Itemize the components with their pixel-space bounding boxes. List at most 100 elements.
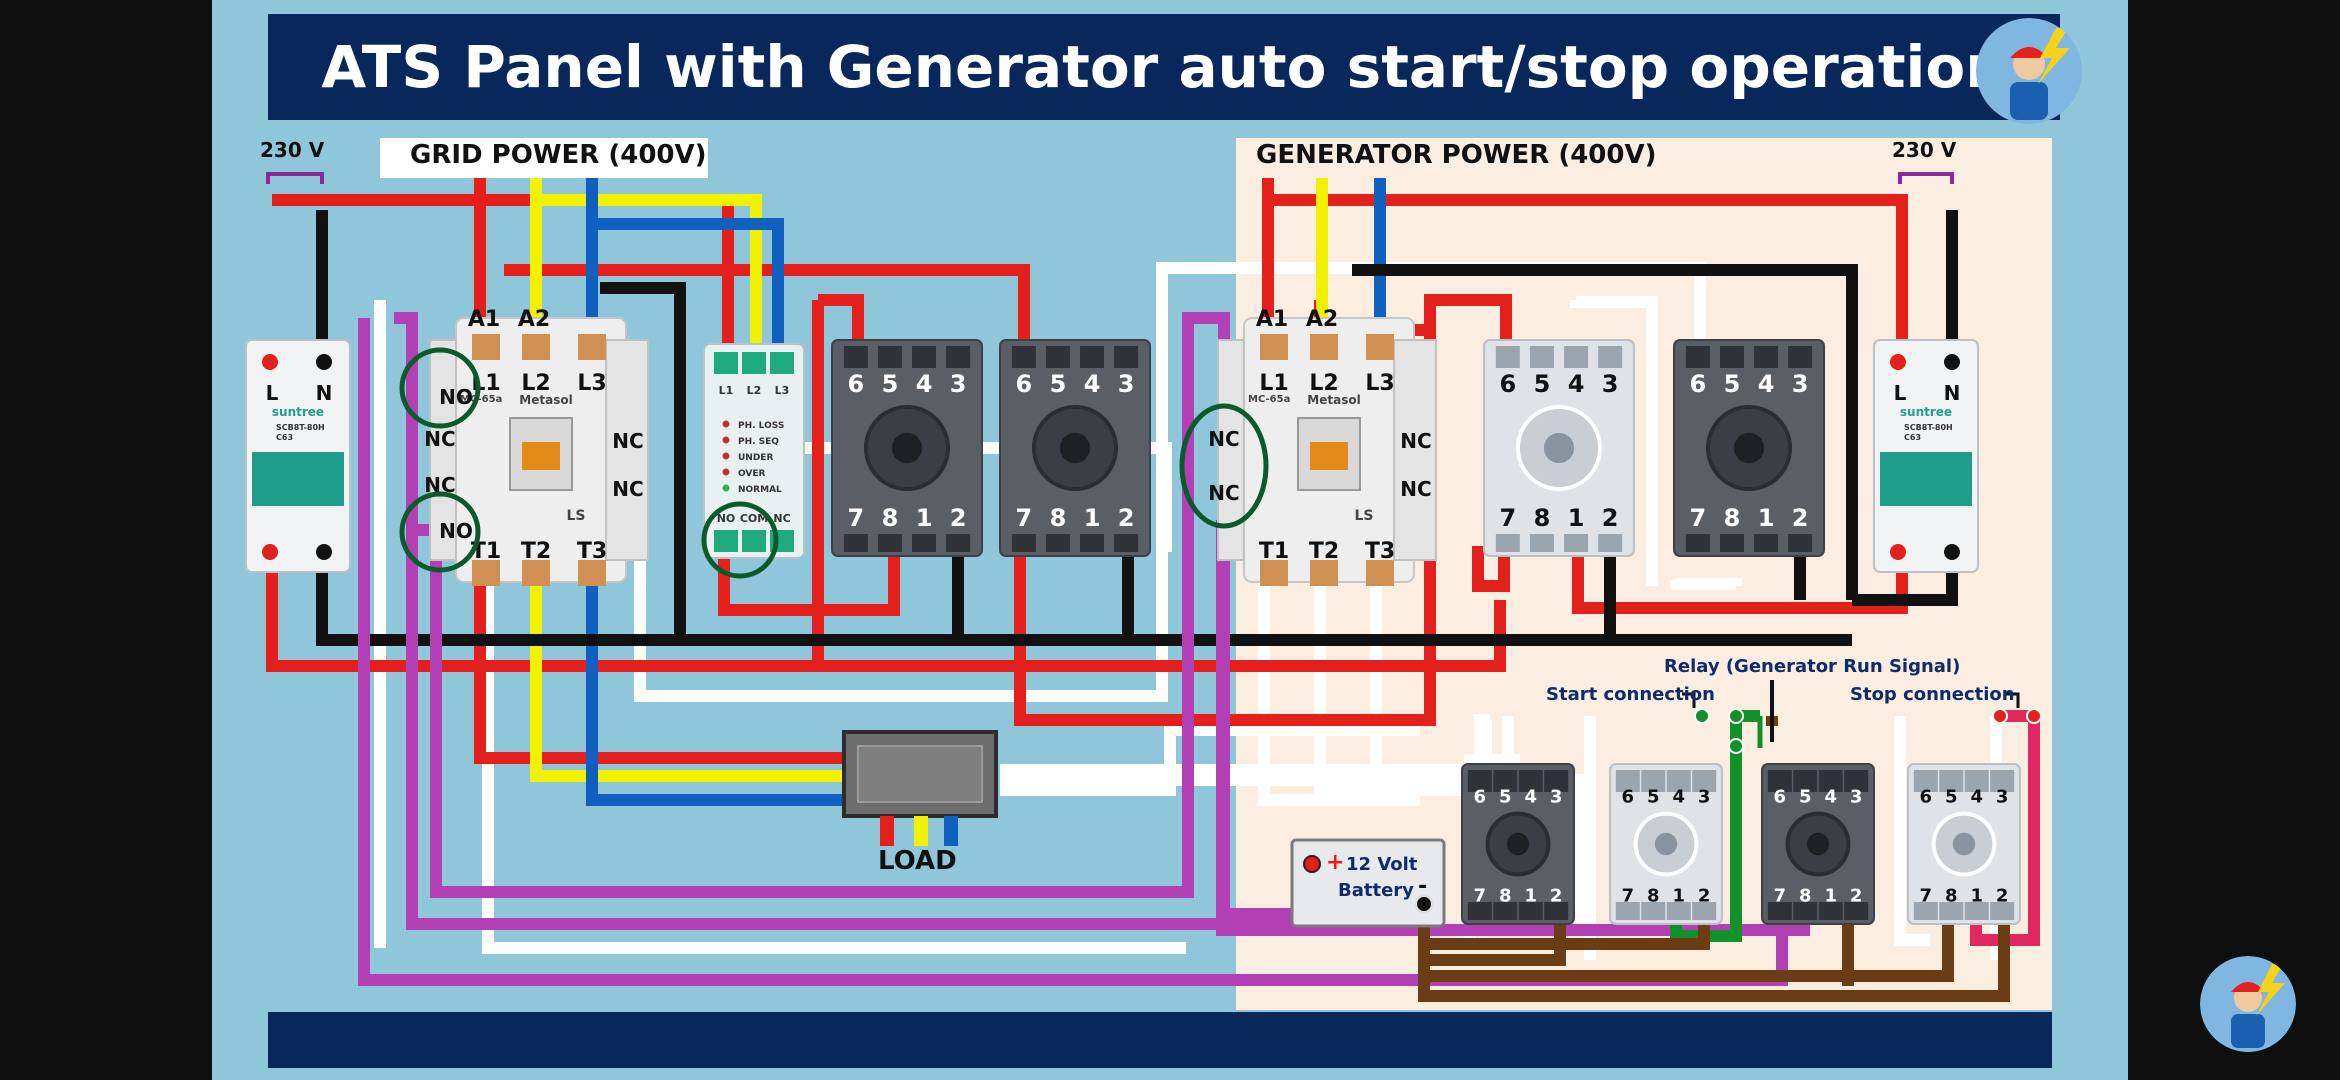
relay-socket-3-bottom-pin-label: 8	[1534, 504, 1551, 532]
contactor-generator-t1-terminal	[1260, 560, 1288, 586]
relay-socket-1-bottom-pin-label: 7	[848, 504, 865, 532]
contactor-generator-nc-label-1: NC	[1208, 427, 1239, 451]
breaker-right-l-top-terminal	[1890, 354, 1906, 370]
relay-socket-start-2-bottom-pin-label: 7	[1622, 886, 1635, 907]
run-signal-contact-a	[1728, 708, 1744, 724]
relay-socket-stop-2-top-screw	[1964, 770, 1989, 792]
contactor-generator-ls-logo: LS	[1354, 508, 1373, 524]
relay-socket-stop-2-top-screw	[1990, 770, 2015, 792]
phase-monitor-status-label: PH. SEQ	[738, 437, 779, 447]
breaker-right-l-label: L	[1894, 381, 1907, 405]
relay-socket-start-2-top-pin-label: 4	[1672, 786, 1685, 807]
wire-white-gen-t1	[1258, 540, 1420, 806]
relay-socket-4-top-screw	[1685, 346, 1710, 368]
breaker-left-l-bottom-terminal	[262, 544, 278, 560]
battery-plus-label: +	[1326, 850, 1345, 875]
relay-socket-start-1-bottom-pin-label: 2	[1550, 886, 1563, 907]
relay-socket-2-bottom-screw	[1114, 534, 1139, 552]
load-blue-lead	[944, 816, 958, 846]
grid-power-label: GRID POWER (400V)	[410, 140, 707, 170]
relay-socket-2-bottom-screw	[1045, 534, 1070, 552]
relay-socket-start-2-top-screw	[1666, 770, 1691, 792]
relay-socket-2-top-pin-label: 5	[1050, 370, 1067, 398]
relay-socket-4-top-pin-label: 3	[1792, 370, 1809, 398]
contactor-generator-l3-terminal	[1366, 334, 1394, 360]
phase-monitor-status-led	[722, 468, 730, 476]
relay-socket-1-key-hole	[891, 432, 923, 464]
contactor-generator-brand: Metasol	[1307, 393, 1360, 407]
contactor-grid-no-bottom-highlight	[399, 491, 481, 573]
wire-yellow-grid-to-monitor	[536, 194, 762, 366]
breaker-left-l-top-terminal	[262, 354, 278, 370]
wire-white-load-out-3	[1000, 724, 1420, 796]
phase-monitor-top-terminal	[770, 352, 794, 374]
breaker-right-brand: suntree	[1900, 405, 1952, 419]
contactor-generator-l3-label: L3	[1365, 371, 1394, 396]
relay-socket-start-1-bottom-screw	[1518, 902, 1543, 920]
phase-monitor-body	[703, 343, 805, 559]
breaker-left-rating: C63	[276, 433, 293, 442]
contactor-grid-brand: Metasol	[519, 393, 572, 407]
contactor-generator-t1-label: T1	[1259, 539, 1289, 564]
relay-socket-4-bottom-screw	[1788, 534, 1813, 552]
breaker-right-rating: C63	[1904, 433, 1921, 442]
relay-socket-2-top-pin-label: 4	[1084, 370, 1101, 398]
relay-socket-stop-1-top-screw	[1793, 770, 1818, 792]
relay-socket-2-bottom-screw	[1080, 534, 1105, 552]
relay-socket-3-bottom-pin-label: 1	[1568, 504, 1585, 532]
relay-socket-3-bottom-screw	[1564, 534, 1589, 552]
contactor-grid-t1-terminal	[472, 560, 500, 586]
contactor-generator-t2-label: T2	[1309, 539, 1339, 564]
relay-socket-1-bottom-screw	[877, 534, 902, 552]
contactor-generator-t2-terminal	[1310, 560, 1338, 586]
relay-socket-stop-1-bottom-pin-label: 8	[1799, 886, 1812, 907]
stop-connection-arrow	[2006, 692, 2020, 708]
generator-power-label: GENERATOR POWER (400V)	[1256, 140, 1657, 170]
relay-socket-start-2-bottom-screw	[1641, 902, 1666, 920]
relay-socket-stop-1-bottom-pin-label: 7	[1774, 886, 1787, 907]
relay-socket-start-2-top-pin-label: 3	[1698, 786, 1711, 807]
wire-black-neutral-bus	[316, 556, 1852, 646]
relay-socket-stop-2-top-pin-label: 4	[1970, 786, 1983, 807]
relay-run-signal-label: Relay (Generator Run Signal)	[1664, 656, 1961, 677]
contactor-generator-l1-terminal	[1260, 334, 1288, 360]
wire-blue-grid-to-monitor	[592, 218, 784, 366]
contactor-grid-nc-right-2: NC	[612, 477, 643, 501]
relay-socket-start-1-top-pin-label: 5	[1499, 786, 1512, 807]
relay-socket-3-top-screw	[1495, 346, 1520, 368]
relay-socket-start-2-bottom-screw	[1666, 902, 1691, 920]
contactor-generator-t3-label: T3	[1365, 539, 1395, 564]
relay-socket-4-bottom-pin-label: 7	[1690, 504, 1707, 532]
relay-socket-3-bottom-pin-label: 2	[1602, 504, 1619, 532]
relay-socket-1-top-pin-label: 4	[916, 370, 933, 398]
relay-socket-2-bottom-pin-label: 8	[1050, 504, 1067, 532]
relay-socket-4-top-screw	[1788, 346, 1813, 368]
wire-brown-relay6	[1424, 920, 1954, 982]
start-connection-arrow	[1682, 692, 1696, 708]
title-banner	[268, 14, 2060, 120]
relay-socket-start-1-bottom-screw	[1467, 902, 1492, 920]
contactor-generator-model: MC-65a	[1248, 394, 1290, 405]
phase-monitor-top-label: L3	[775, 384, 790, 397]
relay-socket-2-key-hole	[1059, 432, 1091, 464]
phase-monitor-bottom-label: NO	[717, 512, 736, 525]
contactor-generator-actuator-button	[1310, 442, 1348, 470]
relay-socket-stop-1-top-pin-label: 4	[1824, 786, 1837, 807]
battery-negative-terminal	[1415, 895, 1433, 913]
contactor-generator-nc-right-1: NC	[1400, 429, 1431, 453]
wire-red-relay1-loop	[812, 300, 1506, 672]
contactor-generator-nc-label-2: NC	[1208, 481, 1239, 505]
relay-socket-stop-1-top-pin-label: 6	[1774, 786, 1787, 807]
relay-socket-stop-2-top-pin-label: 5	[1945, 786, 1958, 807]
phase-monitor-status-label: PH. LOSS	[738, 421, 784, 431]
contactor-grid-a1-label: A1	[468, 307, 500, 332]
relay-socket-4-bottom-screw	[1719, 534, 1744, 552]
relay-socket-2-top-screw	[1045, 346, 1070, 368]
relay-socket-stop-1-top-pin-label: 3	[1850, 786, 1863, 807]
relay-socket-stop-2-bottom-pin-label: 7	[1920, 886, 1933, 907]
